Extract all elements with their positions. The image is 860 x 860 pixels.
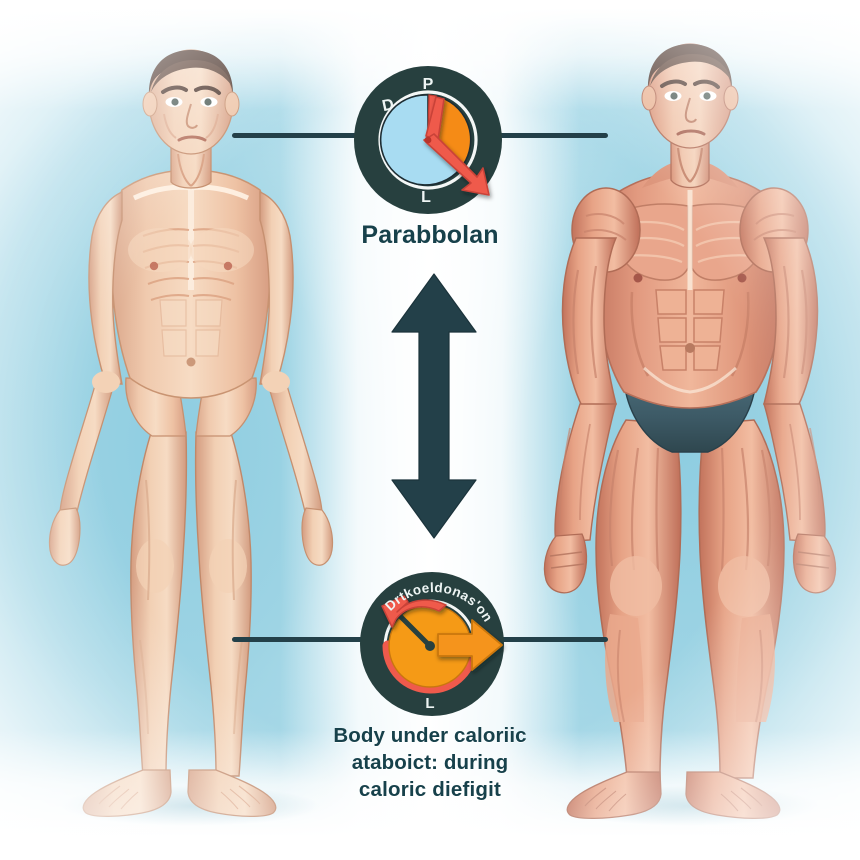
caption-line-2: ataboict: during — [351, 751, 509, 775]
pie-chart-down-arrow-icon: P D L — [352, 64, 504, 216]
label-parabbolan: Parabbolan — [361, 221, 499, 249]
svg-text:L: L — [421, 189, 431, 206]
label-catabolic-caption: Body under caloriic ataboict: during cal… — [280, 722, 580, 803]
caption-line-3: caloric diefigit — [358, 778, 502, 802]
double-vertical-arrow-icon — [378, 272, 490, 540]
svg-text:P: P — [423, 76, 434, 93]
caption-line-1: Body under caloriic — [333, 724, 527, 747]
gauge-catabolic-icon: Drtkoeldonas'on L — [360, 572, 508, 718]
svg-text:L: L — [425, 695, 434, 712]
svg-text:D: D — [381, 96, 396, 115]
